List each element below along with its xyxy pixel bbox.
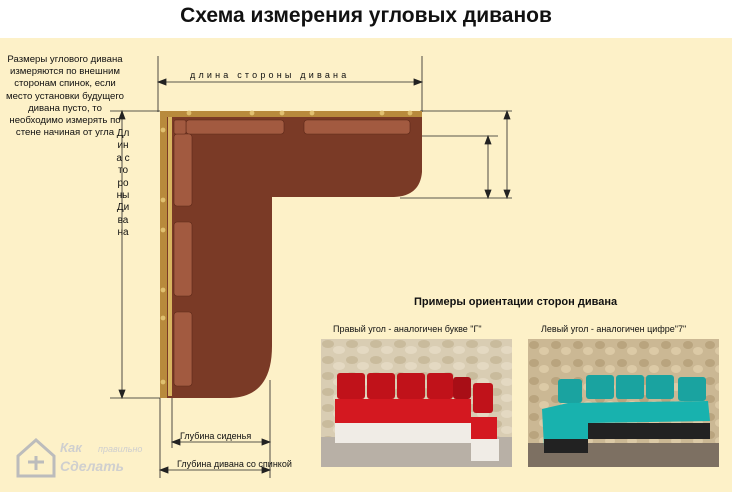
title-bar — [0, 0, 732, 38]
house-logo-icon — [16, 437, 56, 478]
measurement-note: Размеры углового дивана измеряются по вн… — [6, 54, 124, 139]
page-title: Схема измерения угловых диванов — [180, 4, 552, 27]
logo-text-line2: Сделать — [60, 458, 124, 474]
site-logo — [16, 437, 56, 478]
depth-with-back-label: Глубина дивана со спинкой — [177, 459, 292, 469]
right-corner-caption: Правый угол - аналогичен букве "Г" — [333, 324, 482, 334]
logo-text-line1: Как — [60, 440, 82, 455]
left-corner-sofa-photo — [528, 339, 719, 467]
left-corner-caption: Левый угол - аналогичен цифре"7" — [541, 324, 687, 334]
bottom-dimensions — [158, 380, 272, 478]
sofa-shape — [160, 110, 422, 398]
side-length-vertical-label: Длина стороны Дивана — [116, 128, 130, 239]
logo-text-small: правильно — [98, 444, 143, 454]
right-dimensions — [400, 109, 512, 200]
top-dimension — [156, 56, 424, 112]
right-corner-sofa-photo — [321, 339, 512, 467]
examples-title: Примеры ориентации сторон дивана — [414, 296, 618, 308]
side-length-top-label: длина стороны дивана — [190, 70, 350, 80]
left-dimension — [110, 109, 160, 400]
seat-depth-label: Глубина сиденья — [180, 431, 252, 441]
